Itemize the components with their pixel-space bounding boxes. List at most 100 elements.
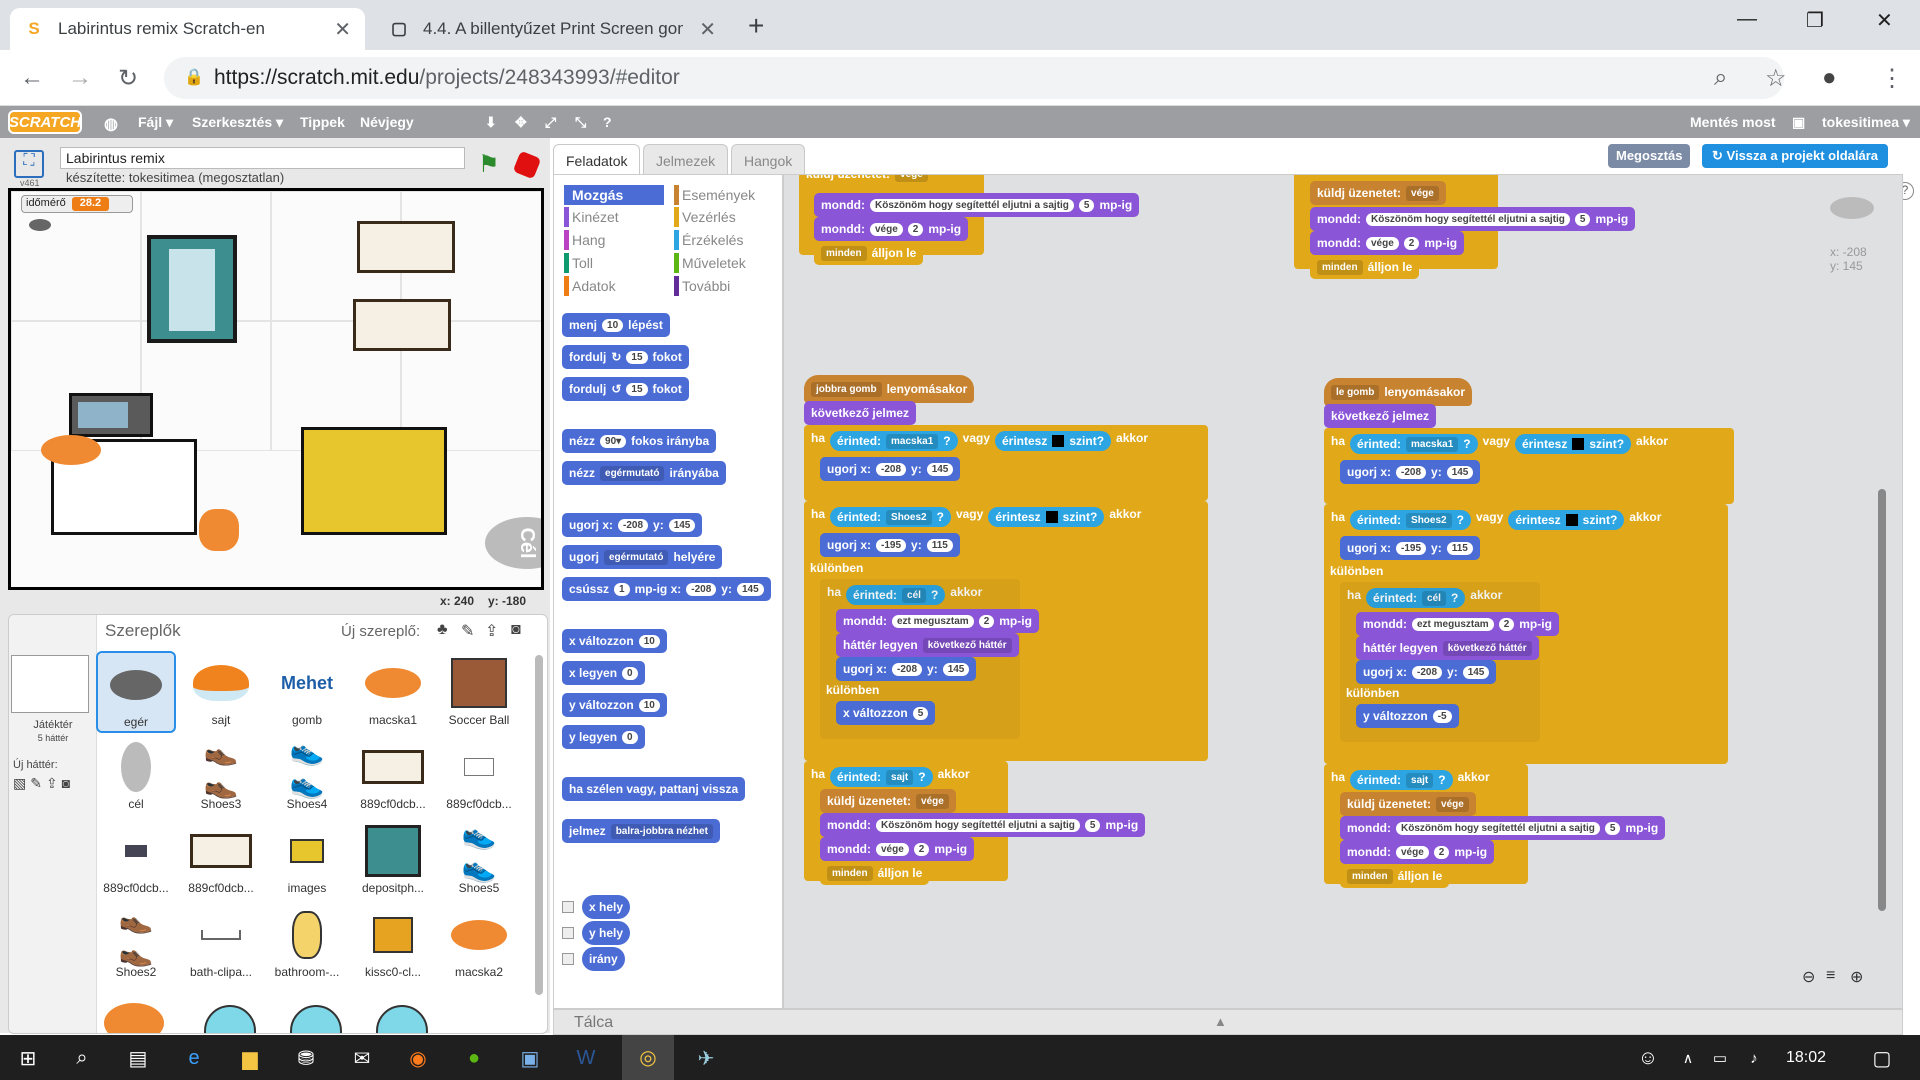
sprite-tile[interactable]: Soccer Ball	[439, 651, 519, 733]
zoom-icon[interactable]: ⌕	[1714, 64, 1728, 91]
sprite-tile[interactable]: 👟👟Shoes5	[439, 819, 519, 901]
zoom-in-icon[interactable]: ⊕	[1850, 969, 1864, 986]
color-swatch[interactable]	[1045, 511, 1058, 523]
menu-tips[interactable]: Tippek	[300, 114, 345, 130]
globe-icon[interactable]: ◍	[104, 116, 118, 133]
back-icon[interactable]: ←	[20, 64, 44, 91]
close-window-icon[interactable]: ✕	[1876, 10, 1893, 32]
grow-tool-icon[interactable]: ⤢	[545, 114, 557, 130]
sprite-tile[interactable]: 889cf0dcb...	[96, 819, 176, 901]
forward-icon[interactable]: →	[68, 64, 92, 91]
url-field[interactable]: 🔒 https://scratch.mit.edu/projects/24834…	[164, 57, 1784, 99]
sprite-tile[interactable]: 889cf0dcb...	[353, 735, 433, 817]
block-bounce[interactable]: ha szélen vagy, pattanj vissza	[562, 777, 746, 801]
block-broadcast[interactable]: küldj üzenetet:vége	[1340, 792, 1476, 816]
maximize-icon[interactable]: ❐	[1806, 10, 1824, 32]
sprite-tile[interactable]: 889cf0dcb...	[181, 819, 261, 901]
cat-thumbnail-icon[interactable]	[104, 1003, 164, 1033]
task-view-icon[interactable]: ▤	[128, 1047, 148, 1070]
sprite-tile[interactable]: macska1	[353, 651, 433, 733]
expand-tray-icon[interactable]: ▲	[1214, 1014, 1227, 1029]
sprite-tile[interactable]: sajt	[181, 651, 261, 733]
zoom-out-icon[interactable]: ⊖	[1802, 969, 1816, 986]
backdrop-tools-icon[interactable]: ▧✎⇪◙	[13, 775, 75, 791]
user-menu[interactable]: tokesitimea ▾	[1822, 114, 1910, 130]
stage-canvas[interactable]: időmérő 28.2 Cél	[8, 188, 544, 590]
menu-about[interactable]: Névjegy	[360, 114, 414, 130]
notifications-icon[interactable]: ▢	[1872, 1047, 1892, 1070]
block-say[interactable]: mondd:Köszönöm hogy segítettél eljutni a…	[820, 813, 1146, 837]
block-next-costume[interactable]: következő jelmez	[804, 401, 917, 425]
fullscreen-icon[interactable]: ⛶	[14, 150, 44, 178]
backpack-tray[interactable]: Tálca▲	[553, 1009, 1903, 1035]
sprite-tile[interactable]: macska2	[439, 903, 519, 985]
camera-sprite-icon[interactable]: ◙	[511, 621, 521, 638]
sprites-scrollbar[interactable]	[535, 655, 543, 995]
share-button[interactable]: Megosztás	[1608, 144, 1691, 168]
reporter-y-position[interactable]: y hely	[582, 921, 631, 945]
show-hidden-icon[interactable]: ∧	[1682, 1049, 1694, 1066]
color-swatch[interactable]	[1572, 438, 1585, 450]
delete-tool-icon[interactable]: ✥	[515, 114, 527, 130]
sprite-tile[interactable]: 889cf0dcb...	[439, 735, 519, 817]
help-icon[interactable]: ?	[603, 114, 612, 130]
category-looks[interactable]: Kinézet	[564, 207, 664, 227]
store-icon[interactable]: ⛃	[297, 1047, 315, 1070]
ball-thumbnail-icon[interactable]	[376, 1005, 428, 1033]
sprite-library-icon[interactable]: ♣	[437, 621, 448, 638]
sprite-tile[interactable]: kissc0-cl...	[353, 903, 433, 985]
block-broadcast[interactable]: küldj üzenetet:vége	[1310, 181, 1446, 205]
block-say[interactable]: mondd:Köszönöm hogy segítettél eljutni a…	[1310, 207, 1636, 231]
timer-monitor[interactable]: időmérő 28.2	[21, 195, 133, 213]
direction-checkbox[interactable]	[562, 953, 574, 965]
back-to-project-button[interactable]: ↻ Vissza a projekt oldalára	[1702, 144, 1889, 168]
sprite-tile[interactable]: depositph...	[353, 819, 433, 901]
category-sound[interactable]: Hang	[564, 230, 664, 250]
tab-scripts[interactable]: Feladatok	[553, 144, 641, 174]
app-monitor-icon[interactable]: ▣	[520, 1047, 540, 1070]
save-now-button[interactable]: Mentés most	[1690, 114, 1776, 130]
category-pen[interactable]: Toll	[564, 253, 664, 273]
menu-edit[interactable]: Szerkesztés ▾	[192, 114, 284, 130]
color-swatch[interactable]	[1052, 435, 1065, 447]
script-area[interactable]: küldj üzenetet:vége mondd:Köszönöm hogy …	[783, 174, 1903, 1009]
x-position-checkbox[interactable]	[562, 901, 574, 913]
block-change-y[interactable]: y változzon-5	[1356, 704, 1459, 728]
ball-thumbnail-icon[interactable]	[290, 1005, 342, 1033]
script-scrollbar[interactable]	[1878, 489, 1886, 911]
sprite-tile[interactable]: images	[267, 819, 347, 901]
ball-thumbnail-icon[interactable]	[204, 1005, 256, 1033]
menu-file[interactable]: Fájl ▾	[138, 114, 174, 130]
bookmark-star-icon[interactable]: ☆	[1765, 65, 1787, 92]
people-icon[interactable]: ☺	[1637, 1046, 1659, 1069]
windows-start-icon[interactable]: ⊞	[19, 1047, 37, 1070]
profile-icon[interactable]: ●	[1822, 64, 1837, 91]
green-flag-icon[interactable]: ⚑	[478, 151, 500, 178]
category-control[interactable]: Vezérlés	[674, 207, 774, 227]
category-more[interactable]: További	[674, 276, 774, 296]
close-tab-icon[interactable]: ✕	[334, 18, 351, 41]
sprite-tile[interactable]: egér	[96, 651, 176, 733]
